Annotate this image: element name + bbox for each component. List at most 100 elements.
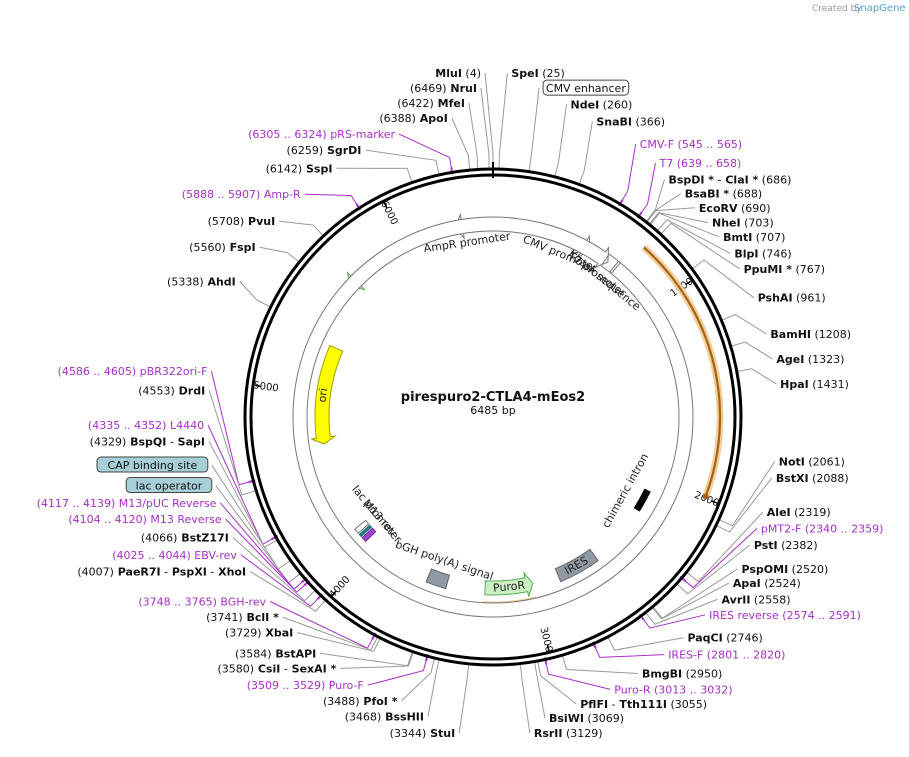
- label-part: PstI: [754, 539, 778, 552]
- site-label-3468-bsshii[interactable]: (3468) BssHII: [345, 710, 424, 723]
- site-label-bspdi-clai-686[interactable]: BspDI * - ClaI * (686): [668, 174, 791, 187]
- tick-mark-3000: [546, 644, 550, 651]
- site-label-pmt2-f-2340-2359[interactable]: pMT2-F (2340 .. 2359): [761, 523, 884, 536]
- label-part: (1323): [804, 353, 844, 366]
- site-label-ires-reverse-2574-2591[interactable]: IRES reverse (2574 .. 2591): [709, 609, 861, 622]
- label-text: RsrII (3129): [534, 727, 603, 740]
- site-label-4025-4044-ebv-rev[interactable]: (4025 .. 4044) EBV-rev: [112, 549, 237, 562]
- feature-lac-promoter[interactable]: [354, 519, 370, 534]
- site-label-mlui-4[interactable]: MluI (4): [435, 67, 481, 80]
- site-label-hpai-1431[interactable]: HpaI (1431): [780, 378, 849, 391]
- leader-line: [401, 658, 435, 702]
- tick-mark-4000: [331, 590, 337, 596]
- site-label-4553-drdi[interactable]: (4553) DrdI: [138, 384, 205, 397]
- label-part: NheI: [712, 217, 741, 230]
- site-label-paqci-2746[interactable]: PaqCI (2746): [687, 632, 762, 645]
- site-label-rsrii-3129[interactable]: RsrII (3129): [534, 727, 603, 740]
- site-label-4329-bspqi-sapi[interactable]: (4329) BspQI - SapI: [90, 435, 205, 448]
- site-label-bmti-707[interactable]: BmtI (707): [723, 231, 785, 244]
- site-label-4335-4352-l4440[interactable]: (4335 .. 4352) L4440: [88, 419, 204, 432]
- site-label-6388-apoi[interactable]: (6388) ApoI: [379, 112, 447, 125]
- label-text: BspDI * - ClaI * (686): [668, 174, 791, 187]
- label-part: PaeR7I: [114, 566, 161, 579]
- tick-mark-5000: [254, 384, 262, 387]
- site-label-4117-4139-m13-puc-reverse[interactable]: (4117 .. 4139) M13/pUC Reverse: [37, 497, 217, 510]
- feature-m13-rev[interactable]: [358, 524, 373, 538]
- site-label-alei-2319[interactable]: AleI (2319): [767, 506, 831, 519]
- site-label-5708-pvui[interactable]: (5708) PvuI: [208, 215, 276, 228]
- snapgene-credit: Created by SnapGene: [812, 3, 906, 14]
- site-label-bsiwi-3069[interactable]: BsiWI (3069): [549, 712, 624, 725]
- site-label-4586-4605-pbr322ori-f[interactable]: (4586 .. 4605) pBR322ori-F: [58, 365, 208, 378]
- feature-chimeric-intron[interactable]: [633, 488, 651, 512]
- site-label-4104-4120-m13-reverse[interactable]: (4104 .. 4120) M13 Reverse: [68, 513, 221, 526]
- site-label-3509-3529-puro-f[interactable]: (3509 .. 3529) Puro-F: [247, 679, 364, 692]
- site-label-5560-fspi[interactable]: (5560) FspI: [189, 241, 255, 254]
- site-label-cmv-f-545-565[interactable]: CMV-F (545 .. 565): [640, 138, 742, 151]
- site-label-3580-csii-sexai[interactable]: (3580) CsiI - SexAI *: [217, 662, 336, 675]
- site-label-spei-25[interactable]: SpeI (25): [511, 67, 564, 80]
- feature-puror[interactable]: [484, 571, 534, 597]
- site-label-6469-nrui[interactable]: (6469) NruI: [410, 82, 477, 95]
- site-label-psti-2382[interactable]: PstI (2382): [754, 539, 818, 552]
- label-part: (4586 .. 4605): [58, 365, 137, 378]
- site-label-agei-1323[interactable]: AgeI (1323): [776, 353, 844, 366]
- site-label-ppumi-767[interactable]: PpuMI * (767): [744, 263, 825, 276]
- site-label-ndei-260[interactable]: NdeI (260): [571, 98, 633, 111]
- site-label-3729-xbai[interactable]: (3729) XbaI: [225, 627, 293, 640]
- site-label-3748-3765-bgh-rev[interactable]: (3748 .. 3765) BGH-rev: [138, 596, 266, 609]
- site-label-ires-f-2801-2820[interactable]: IRES-F (2801 .. 2820): [668, 649, 785, 662]
- site-label-3741-bcli[interactable]: (3741) BclI *: [206, 611, 279, 624]
- leader-line: [649, 212, 709, 224]
- site-label-cap-binding-site[interactable]: CAP binding site: [96, 456, 209, 473]
- site-label-noti-2061[interactable]: NotI (2061): [779, 455, 845, 468]
- site-label-bsabi-688[interactable]: BsaBI * (688): [685, 188, 763, 201]
- site-label-cmv-enhancer[interactable]: CMV enhancer: [542, 79, 630, 96]
- feature-ires[interactable]: [554, 548, 599, 583]
- site-label-ecorv-690[interactable]: EcoRV (690): [699, 202, 771, 215]
- site-label-bamhi-1208[interactable]: BamHI (1208): [770, 328, 851, 341]
- site-label-nhei-703[interactable]: NheI (703): [712, 217, 774, 230]
- site-label-bmgbi-2950[interactable]: BmgBI (2950): [642, 668, 722, 681]
- label-part: BsaBI *: [685, 188, 730, 201]
- site-label-lac-operator[interactable]: lac operator: [125, 477, 213, 494]
- feature-bgh-poly-a-signal[interactable]: [425, 568, 451, 590]
- label-text: Puro-R (3013 .. 3032): [614, 683, 732, 696]
- site-label-4066-bstz17i[interactable]: (4066) BstZ17I: [141, 532, 229, 545]
- feature-kozak-sequence[interactable]: [608, 260, 621, 275]
- site-label-5888-5907-amp-r[interactable]: (5888 .. 5907) Amp-R: [182, 188, 301, 201]
- site-label-avrii-2558[interactable]: AvrII (2558): [722, 593, 791, 606]
- site-label-t7-639-658[interactable]: T7 (639 .. 658): [658, 157, 741, 170]
- label-text: ApaI (2524): [733, 577, 801, 590]
- leader-line: [336, 167, 413, 182]
- site-label-apai-2524[interactable]: ApaI (2524): [733, 577, 801, 590]
- site-label-pshai-961[interactable]: PshAI (961): [758, 292, 826, 305]
- site-label-6142-sspi[interactable]: (6142) SspI: [266, 162, 333, 175]
- site-label-pflfi-tth111i-3055[interactable]: PflFI - Tth111I (3055): [580, 698, 707, 711]
- site-label-3584-bstapi[interactable]: (3584) BstAPI: [235, 647, 316, 660]
- site-label-6422-mfei[interactable]: (6422) MfeI: [397, 97, 465, 110]
- label-part: (2524): [761, 577, 801, 590]
- site-label-3488-pfoi[interactable]: (3488) PfoI *: [323, 695, 398, 708]
- site-label-5338-ahdi[interactable]: (5338) AhdI: [167, 275, 236, 288]
- site-label-puro-r-3013-3032[interactable]: Puro-R (3013 .. 3032): [614, 683, 732, 696]
- site-label-bstxi-2088[interactable]: BstXI (2088): [776, 472, 849, 485]
- site-label-3344-stui[interactable]: (3344) StuI: [390, 727, 456, 740]
- leader-line: [554, 104, 568, 176]
- leader-line: [365, 149, 440, 175]
- feature-misc-12[interactable]: [361, 527, 377, 543]
- label-part: (5708): [208, 215, 245, 228]
- feature-t7-promoter[interactable]: [292, 216, 694, 618]
- feature-ori[interactable]: [311, 344, 344, 445]
- site-label-snabi-366[interactable]: SnaBI (366): [596, 116, 665, 129]
- label-part: DrdI: [175, 384, 205, 397]
- site-label-blpi-746[interactable]: BlpI (746): [734, 247, 791, 260]
- site-label-pspomi-2520[interactable]: PspOMI (2520): [742, 563, 829, 576]
- site-label-4007-paer7i-pspxi-xhoi[interactable]: (4007) PaeR7I - PspXI - XhoI: [77, 566, 246, 579]
- site-label-6259-sgrdi[interactable]: (6259) SgrDI: [287, 144, 362, 157]
- site-label-6305-6324-prs-marker[interactable]: (6305 .. 6324) pRS-marker: [248, 128, 395, 141]
- label-text: (4553) DrdI: [138, 384, 205, 397]
- label-part: RsrII: [534, 727, 563, 740]
- label-part: (690): [738, 202, 771, 215]
